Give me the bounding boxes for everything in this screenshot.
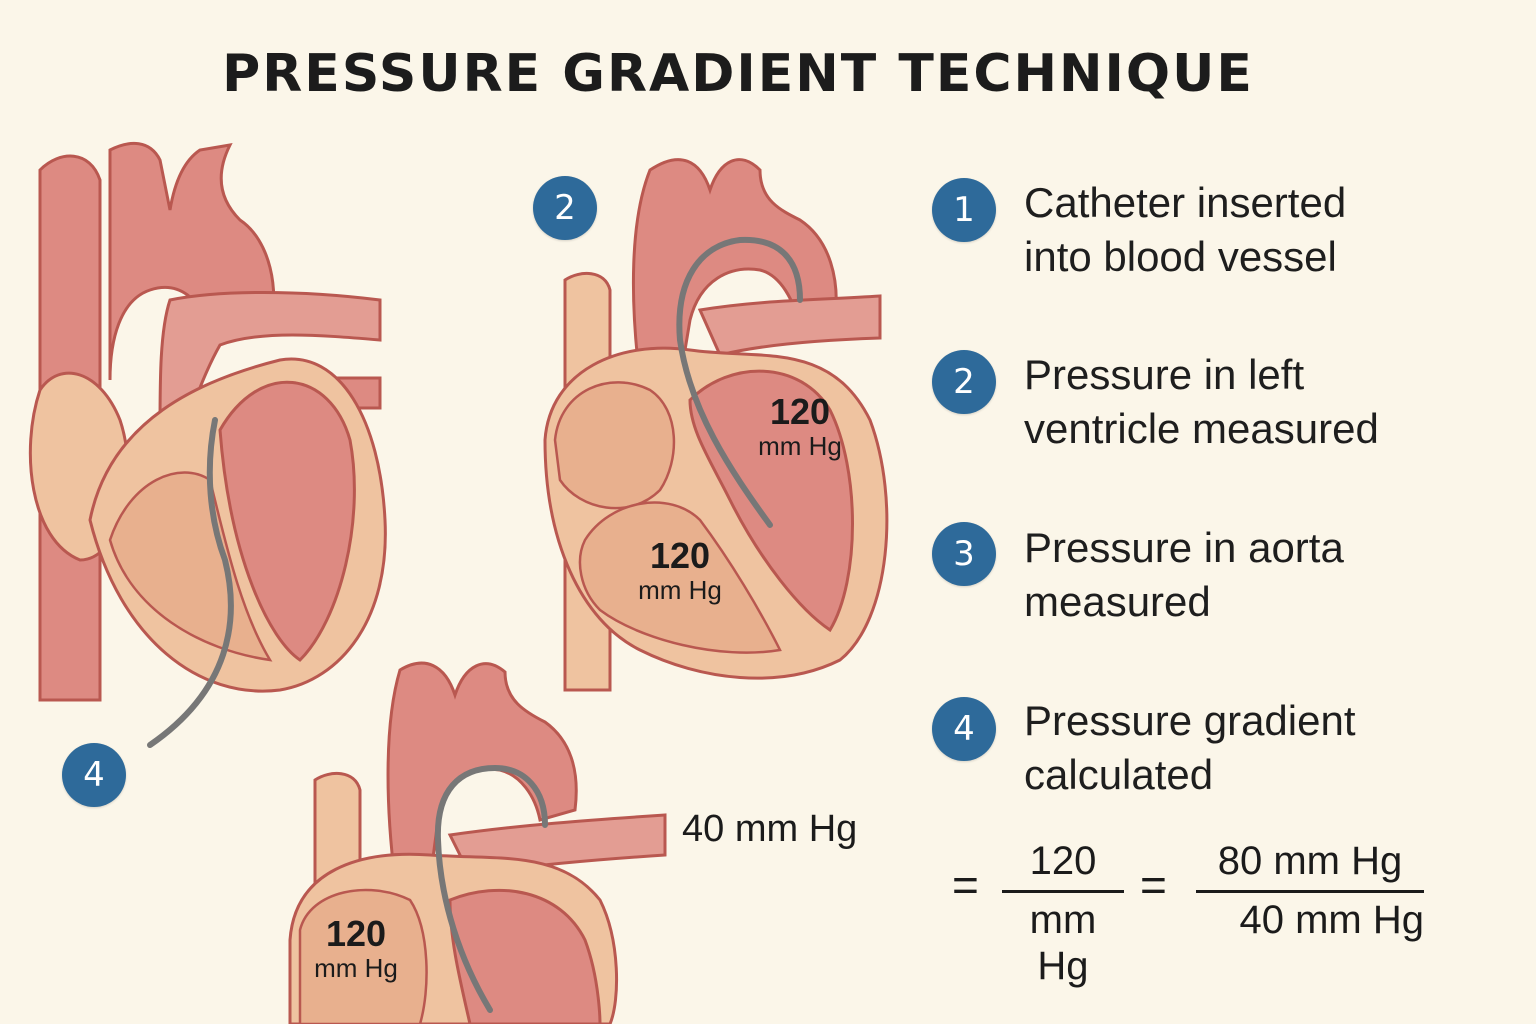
step-line: Pressure gradient bbox=[1024, 697, 1356, 744]
figure-badge-2: 2 bbox=[533, 176, 597, 240]
formula-equals-2: = bbox=[1140, 859, 1167, 911]
aorta-pressure-reading: 40 mm Hg bbox=[682, 808, 858, 850]
formula-equals-1: = bbox=[952, 859, 979, 911]
pressure-value: 120 bbox=[649, 535, 711, 576]
pressure-unit: mm Hg bbox=[314, 953, 398, 983]
step-line: Pressure in aorta bbox=[1024, 524, 1344, 571]
step-3-badge: 3 bbox=[932, 522, 996, 586]
step-number: 2 bbox=[953, 362, 975, 402]
fraction-bar bbox=[1002, 890, 1124, 893]
fraction-bar bbox=[1196, 890, 1424, 893]
badge-number: 4 bbox=[83, 755, 105, 795]
step-line: Catheter inserted bbox=[1024, 179, 1347, 226]
fraction-denominator: 40 mm Hg bbox=[1239, 898, 1425, 942]
step-3-text: Pressure in aorta measured bbox=[1024, 521, 1504, 629]
heart-2-illustration bbox=[543, 158, 889, 692]
step-line: ventricle measured bbox=[1024, 405, 1379, 452]
pressure-unit: mm Hg bbox=[758, 431, 842, 461]
heart-1-illustration bbox=[28, 141, 387, 748]
step-line: into blood vessel bbox=[1024, 233, 1337, 280]
step-4-text: Pressure gradient calculated bbox=[1024, 694, 1504, 802]
step-line: measured bbox=[1024, 578, 1211, 625]
step-2-text: Pressure in left ventricle measured bbox=[1024, 348, 1504, 456]
step-1-badge: 1 bbox=[932, 178, 996, 242]
formula-fraction-1: 120 mm Hg bbox=[1002, 838, 1124, 989]
step-1-text: Catheter inserted into blood vessel bbox=[1024, 176, 1504, 284]
step-line: calculated bbox=[1024, 751, 1214, 798]
step-number: 4 bbox=[953, 709, 975, 749]
pressure-unit: mm Hg bbox=[638, 575, 722, 605]
fraction-numerator: 80 mm Hg bbox=[1217, 839, 1403, 883]
heart-2-chamber-pressure: 120 mm Hg bbox=[620, 535, 740, 605]
step-number: 3 bbox=[953, 534, 975, 574]
pressure-value: 120 bbox=[325, 913, 387, 954]
badge-number: 2 bbox=[554, 188, 576, 228]
step-number: 1 bbox=[953, 190, 975, 230]
figure-badge-4: 4 bbox=[62, 743, 126, 807]
step-2-badge: 2 bbox=[932, 350, 996, 414]
heart-3-chamber-pressure: 120 mm Hg bbox=[296, 913, 416, 983]
fraction-denominator: mm Hg bbox=[1029, 898, 1097, 988]
formula-fraction-2: 80 mm Hg 40 mm Hg bbox=[1196, 838, 1424, 943]
step-line: Pressure in left bbox=[1024, 351, 1305, 398]
heart-2-ventricle-pressure: 120 mm Hg bbox=[740, 391, 860, 461]
pressure-value: 120 bbox=[769, 391, 831, 432]
page-title: PRESSURE GRADIENT TECHNIQUE bbox=[222, 44, 1254, 104]
step-4-badge: 4 bbox=[932, 697, 996, 761]
fraction-numerator: 120 bbox=[1029, 839, 1097, 883]
heart-3-illustration bbox=[288, 661, 667, 1024]
